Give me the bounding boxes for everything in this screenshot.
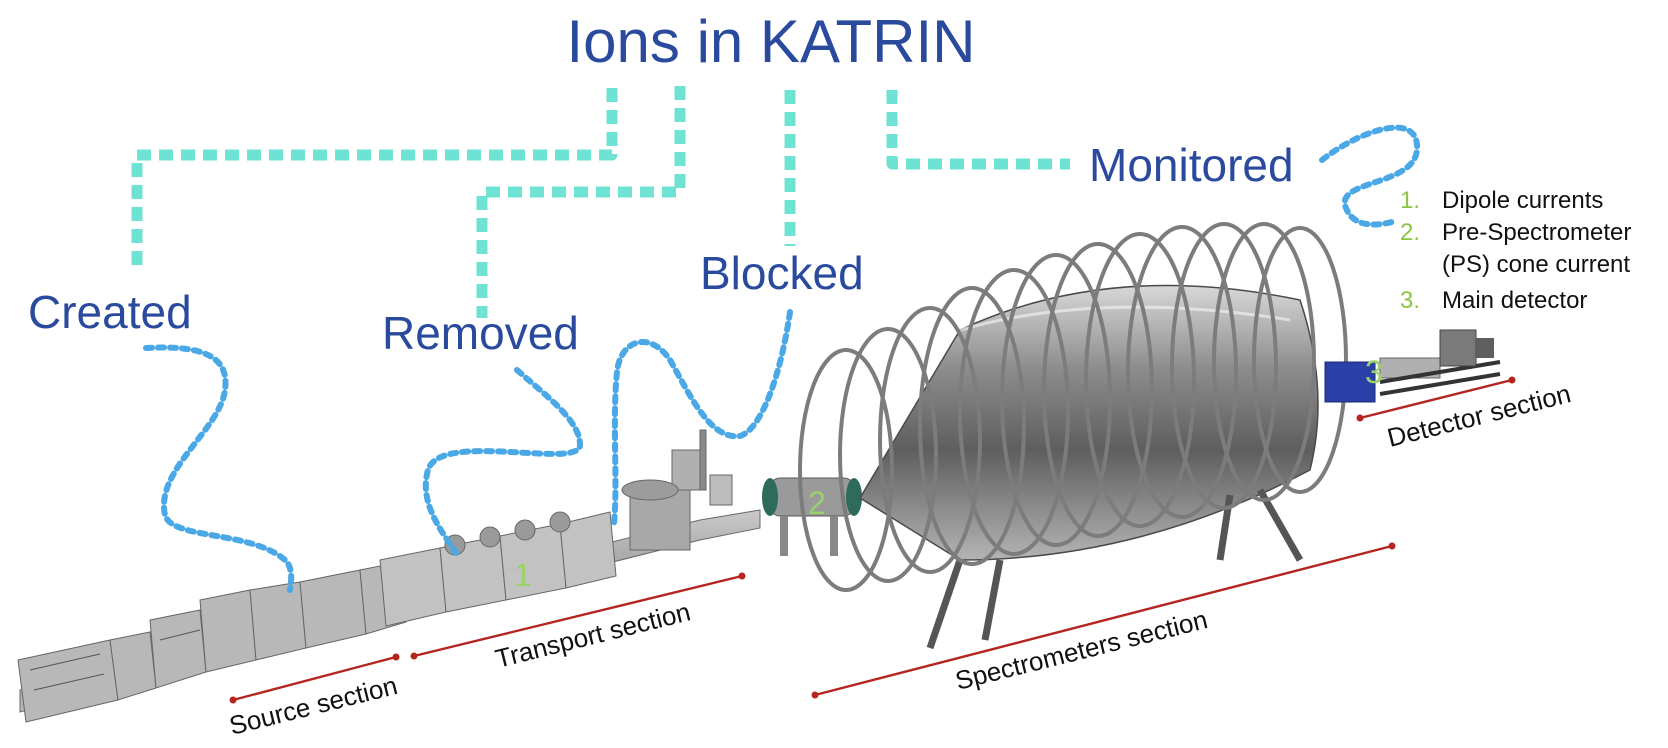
section-label-source: Source section [226, 670, 400, 741]
diagram-title: Ions in KATRIN [566, 8, 975, 75]
stage-label-created: Created [28, 286, 192, 338]
marker-2: 2 [808, 485, 826, 521]
detector-section-modules [1324, 329, 1501, 403]
section-label-transport: Transport section [492, 596, 693, 673]
teal-connector-paths [131, 86, 1070, 318]
beamline-apparatus [17, 222, 1501, 723]
list-item-2-number: 2. [1400, 219, 1420, 246]
list-item-1-number: 1. [1400, 187, 1420, 214]
section-lines [229, 376, 1516, 704]
stage-label-monitored: Monitored [1089, 139, 1294, 191]
monitor-list: 1. Dipole currents 2. Pre-Spectrometer (… [1400, 187, 1631, 314]
transport-section-modules [379, 429, 733, 627]
pre-spectrometer [762, 477, 862, 556]
source-section-modules [17, 561, 407, 723]
list-item-2b-text: (PS) cone current [1442, 251, 1630, 278]
list-item-1-text: Dipole currents [1442, 187, 1603, 214]
marker-3: 3 [1365, 354, 1383, 390]
marker-1: 1 [514, 557, 532, 593]
list-item-3-number: 3. [1400, 287, 1420, 314]
stage-label-removed: Removed [382, 307, 579, 359]
blue-squiggle-paths [143, 124, 1421, 593]
list-item-2-text: Pre-Spectrometer [1442, 219, 1631, 246]
list-item-3-text: Main detector [1442, 287, 1587, 314]
stage-label-blocked: Blocked [700, 247, 864, 299]
air-coil-rings [798, 222, 1348, 592]
